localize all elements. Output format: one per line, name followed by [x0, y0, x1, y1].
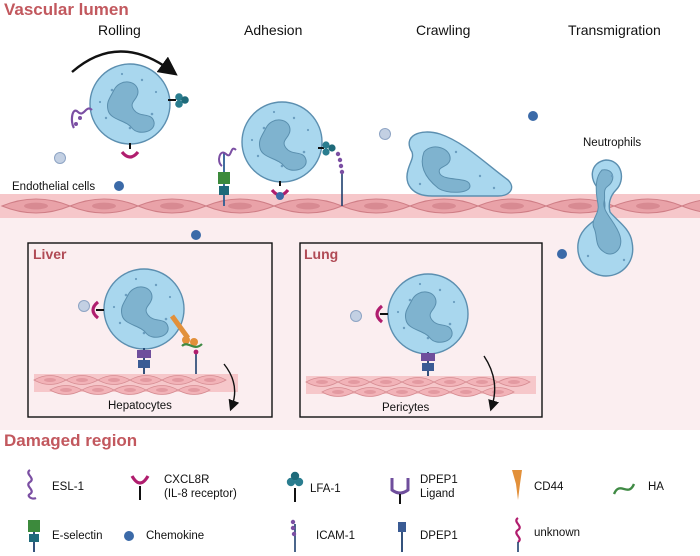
step-rolling: Rolling	[98, 22, 141, 38]
liver-title: Liver	[33, 246, 67, 262]
legend-cd44-label: CD44	[534, 481, 564, 493]
vascular-lumen-title: Vascular lumen	[4, 0, 129, 19]
liver-chemokine	[78, 300, 90, 312]
liver-migration-arrow	[223, 363, 240, 412]
liver-cd44-ha	[169, 314, 203, 378]
endothelial-label: Endothelial cells	[12, 181, 96, 193]
rolling-lfa1	[168, 93, 189, 108]
legend-lfa1-label: LFA-1	[310, 483, 341, 495]
lung-pericyte-layer	[305, 376, 536, 397]
adhesion-cxcl8r	[270, 181, 290, 200]
legend-icam1-label: ICAM-1	[316, 530, 355, 542]
legend-dpep1-ligand-label: DPEP1	[420, 474, 458, 486]
legend-dpep1-ligand-sub: Ligand	[420, 488, 455, 500]
step-transmigration: Transmigration	[568, 22, 661, 38]
rolling-esl1	[70, 107, 93, 129]
neutrophils-label: Neutrophils	[583, 137, 642, 149]
rolling-cxcl8r	[120, 143, 140, 159]
lung-cxcl8r	[375, 304, 388, 324]
lung-neutrophil	[387, 273, 469, 355]
pericytes-label: Pericytes	[382, 402, 430, 414]
legend-dpep1-label: DPEP1	[420, 530, 458, 542]
lung-migration-arrow	[483, 355, 499, 412]
legend-chemokine-label: Chemokine	[146, 530, 205, 542]
crawling-neutrophil	[406, 131, 513, 197]
adhesion-esl1	[218, 147, 237, 167]
step-crawling: Crawling	[416, 22, 471, 38]
adhesion-icam1	[335, 151, 345, 206]
rolling-neutrophil	[89, 63, 171, 145]
lung-dpep1	[421, 352, 435, 380]
liver-neutrophil	[103, 268, 185, 350]
step-adhesion: Adhesion	[244, 22, 303, 38]
legend-e-selectin-label: E-selectin	[52, 530, 103, 542]
legend-icons	[27, 469, 636, 552]
rolling-arrow	[71, 50, 178, 76]
adhesion-neutrophil	[241, 101, 323, 183]
liver-dpep1	[137, 348, 151, 378]
legend-cxcl8r-sub: (IL-8 receptor)	[164, 488, 237, 500]
lung-title: Lung	[304, 246, 339, 262]
endothelial-layer	[0, 194, 700, 218]
lung-chemokine	[350, 310, 362, 322]
legend-esl1-label: ESL-1	[52, 481, 84, 493]
legend-ha-label: HA	[648, 481, 664, 493]
hepatocytes-label: Hepatocytes	[108, 400, 172, 412]
transmigrating-neutrophil	[577, 159, 634, 277]
liver-cxcl8r	[91, 300, 104, 320]
adhesion-e-selectin	[218, 152, 230, 206]
chemokines	[54, 111, 567, 259]
adhesion-lfa1	[318, 141, 336, 156]
liver-hepatocyte-layer	[33, 374, 238, 395]
legend-cxcl8r-label: CXCL8R	[164, 474, 210, 486]
damaged-region-title: Damaged region	[4, 431, 138, 450]
legend-unknown-label: unknown	[534, 527, 581, 539]
